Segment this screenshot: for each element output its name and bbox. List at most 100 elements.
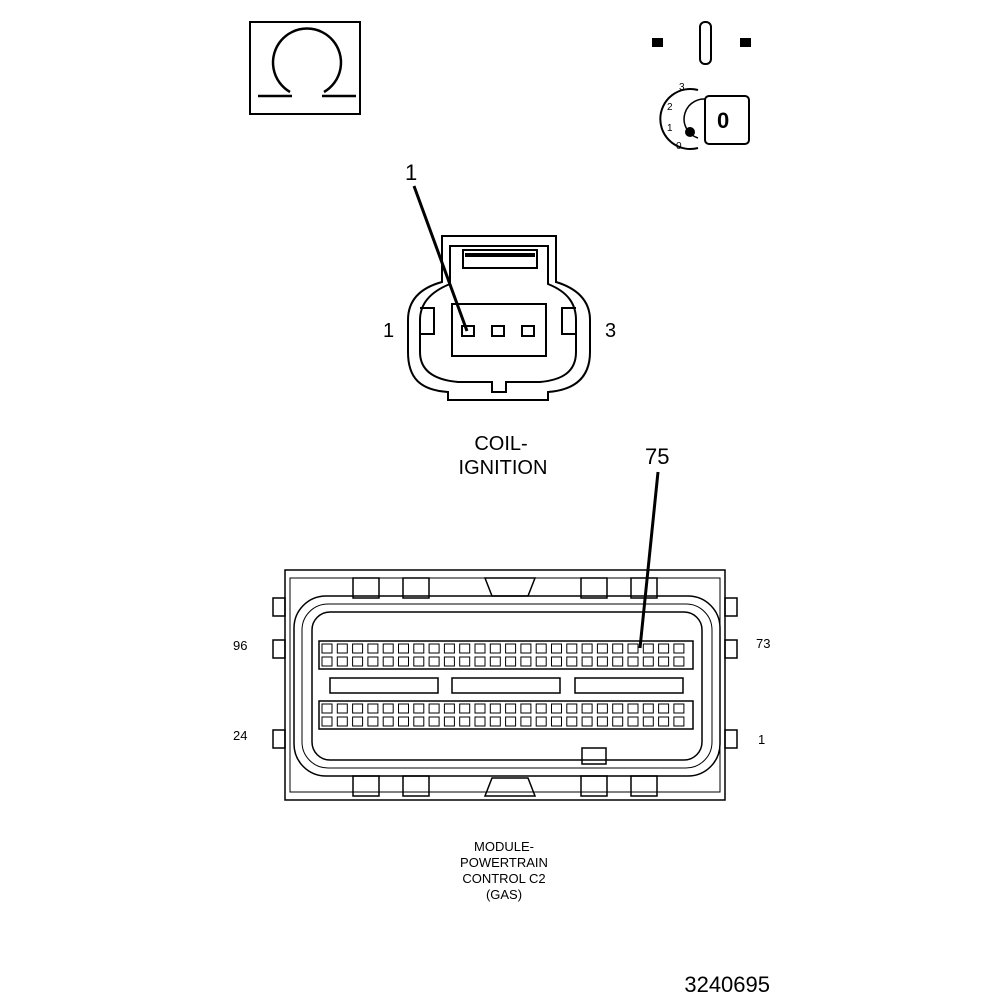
pcm-pin-cavity bbox=[398, 703, 409, 714]
pcm-pin-cavity bbox=[367, 643, 379, 654]
pcm-pin-cavity bbox=[459, 643, 471, 654]
coil-ignition-connector bbox=[407, 235, 591, 401]
pcm-pin-cavity bbox=[673, 703, 685, 714]
pcm-c2-connector bbox=[272, 569, 738, 801]
pcm-pin-cavity bbox=[352, 716, 364, 727]
pcm-pin-cavity bbox=[658, 703, 670, 714]
pcm-pin-cavity bbox=[474, 703, 486, 714]
coil-title-line1: COIL- bbox=[474, 433, 527, 455]
pcm-pin-cavity bbox=[551, 656, 562, 667]
pcm-pin-cavity bbox=[489, 656, 501, 667]
pcm-pin-cavity bbox=[352, 656, 364, 667]
pcm-pin-cavity bbox=[443, 716, 455, 727]
pcm-pin-cavity bbox=[459, 716, 471, 727]
pcm-pin-cavity bbox=[642, 656, 654, 667]
pcm-pin-cavity bbox=[443, 643, 455, 654]
pcm-pin-cavity bbox=[627, 716, 639, 727]
pcm-pin-cavity bbox=[612, 703, 624, 714]
pcm-pin-cavity bbox=[489, 716, 501, 727]
pcm-pin-cavity bbox=[489, 703, 501, 714]
pcm-pin-cavity bbox=[321, 703, 333, 714]
pcm-pin-cavity bbox=[566, 643, 578, 654]
pcm-pin-cavity bbox=[382, 716, 394, 727]
pcm-pin-cavity bbox=[505, 716, 517, 727]
pcm-pin-cavity bbox=[551, 703, 562, 714]
pcm-pin-cavity bbox=[443, 656, 455, 667]
pcm-pin-cavity bbox=[642, 703, 654, 714]
pcm-pin-cavity bbox=[566, 703, 578, 714]
pcm-pin-cavity bbox=[658, 716, 670, 727]
pcm-pin-cavity bbox=[352, 643, 364, 654]
pcm-pin-cavity bbox=[520, 703, 532, 714]
pcm-pin-cavity bbox=[596, 703, 608, 714]
coil-pin-3 bbox=[521, 325, 535, 337]
pcm-pin-cavity bbox=[642, 716, 654, 727]
pcm-title-line2: POWERTRAIN bbox=[460, 855, 548, 870]
key-position-0: 0 bbox=[676, 141, 682, 152]
pcm-pin-cavity bbox=[673, 656, 685, 667]
pcm-pin-cavity bbox=[336, 716, 348, 727]
pcm-pin-cavity bbox=[642, 643, 654, 654]
pcm-pin-cavity bbox=[581, 703, 593, 714]
pcm-pin-cavity bbox=[367, 716, 379, 727]
coil-pin-label-left: 1 bbox=[383, 320, 394, 342]
pcm-label-73: 73 bbox=[756, 636, 770, 651]
pcm-callout-75: 75 bbox=[638, 444, 669, 649]
pcm-pin-cavity bbox=[520, 643, 532, 654]
ignition-key-icon: 3 2 1 0 0 bbox=[652, 21, 751, 152]
figure-number: 3240695 bbox=[684, 972, 770, 997]
key-position-1: 1 bbox=[667, 123, 673, 134]
pcm-pin-cavity bbox=[428, 643, 440, 654]
pcm-pin-cavity bbox=[581, 643, 593, 654]
pcm-pin-cavity bbox=[459, 703, 471, 714]
pcm-pin-cavity bbox=[336, 703, 348, 714]
pcm-pin-cavity bbox=[474, 643, 486, 654]
coil-pin-1 bbox=[461, 325, 475, 337]
pcm-pin-cavity bbox=[612, 716, 624, 727]
coil-pin-label-right: 3 bbox=[605, 320, 616, 342]
pcm-pin-cavity bbox=[443, 703, 455, 714]
pcm-pin-cavity bbox=[658, 643, 670, 654]
pcm-label-1: 1 bbox=[758, 732, 765, 747]
pcm-title: MODULE- POWERTRAIN CONTROL C2 (GAS) bbox=[460, 839, 548, 902]
pcm-pin-cavity bbox=[382, 643, 394, 654]
pcm-pin-cavity bbox=[581, 716, 593, 727]
pcm-pin-cavity bbox=[321, 716, 333, 727]
pcm-pin-cavity bbox=[596, 716, 608, 727]
key-position-3: 3 bbox=[679, 82, 685, 93]
pcm-pin-cavity bbox=[413, 703, 425, 714]
pcm-pin-cavity bbox=[474, 656, 486, 667]
pcm-title-line1: MODULE- bbox=[474, 839, 534, 854]
pcm-pin-cavity bbox=[321, 656, 333, 667]
pcm-pin-cavity bbox=[520, 656, 532, 667]
pcm-pin-cavity bbox=[428, 716, 440, 727]
pcm-pin-cavity bbox=[398, 716, 409, 727]
pcm-pin-cavity bbox=[596, 656, 608, 667]
pcm-pin-cavity bbox=[566, 716, 578, 727]
pcm-pin-cavity bbox=[612, 656, 624, 667]
pcm-pin-cavity bbox=[321, 643, 333, 654]
pcm-pin-cavity bbox=[551, 643, 562, 654]
pcm-pin-cavity bbox=[673, 716, 685, 727]
pcm-pin-cavity bbox=[413, 716, 425, 727]
pcm-pin-cavity bbox=[382, 656, 394, 667]
pcm-pin-cavity bbox=[535, 643, 547, 654]
pcm-pin-cavity bbox=[612, 643, 624, 654]
pcm-pin-cavity bbox=[505, 643, 517, 654]
pcm-pin-cavity bbox=[428, 656, 440, 667]
pcm-pin-cavity bbox=[596, 643, 608, 654]
pcm-pin-cavity bbox=[627, 703, 639, 714]
pcm-pin-cavity bbox=[413, 643, 425, 654]
pcm-pin-cavity bbox=[627, 656, 639, 667]
pcm-pin-cavity bbox=[535, 716, 547, 727]
pcm-pin-cavity bbox=[489, 643, 501, 654]
pcm-pin-cavity bbox=[398, 656, 409, 667]
pcm-pin-grid bbox=[321, 643, 685, 727]
pcm-pin-cavity bbox=[535, 656, 547, 667]
key-head-label: 0 bbox=[717, 108, 729, 133]
pcm-pin-cavity bbox=[459, 656, 471, 667]
pcm-pin-cavity bbox=[367, 656, 379, 667]
pcm-pin-cavity bbox=[505, 656, 517, 667]
pcm-pin-cavity bbox=[627, 643, 639, 654]
